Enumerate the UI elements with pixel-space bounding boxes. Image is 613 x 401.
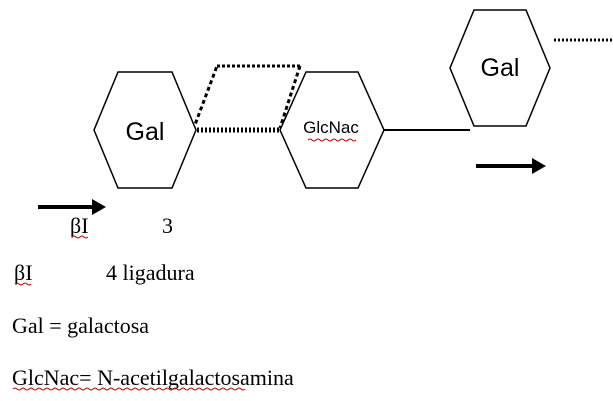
legend-gal: Gal = galactosa xyxy=(12,313,149,338)
hexagon-gal-right: Gal xyxy=(449,9,551,127)
annotation-position-3: 3 xyxy=(162,213,173,238)
hexagon-glcnac-shape xyxy=(279,71,385,189)
legend-glcnac: GlcNac= N-acetilgalactosamina xyxy=(12,365,294,390)
hexagon-glcnac-label: GlcNac xyxy=(303,118,359,137)
annotation-beta-lower: βI xyxy=(70,213,89,238)
hexagon-glcnac: GlcNac xyxy=(279,71,385,189)
annotation-position-4-ligadura: 4 ligadura xyxy=(106,260,195,285)
arrow-right-head xyxy=(532,158,546,174)
spellcheck-underline-beta-upper xyxy=(14,282,32,286)
linkage-dashed xyxy=(191,64,302,131)
hexagon-gal-right-shape xyxy=(449,9,551,127)
arrow-left xyxy=(38,199,106,215)
linkage-dashed-left-edge xyxy=(191,65,219,131)
hexagon-gal-left-shape xyxy=(93,71,197,189)
hexagon-gal-left: Gal xyxy=(93,71,197,189)
hexagon-gal-left-label: Gal xyxy=(126,118,165,146)
spellcheck-underline-legend-glcnac xyxy=(12,387,246,391)
spellcheck-underline-beta-lower xyxy=(71,235,89,239)
arrow-left-head xyxy=(92,199,106,215)
linkage-dashed-right-edge xyxy=(278,65,302,129)
hexagon-gal-right-label: Gal xyxy=(481,54,520,82)
arrow-right xyxy=(476,158,546,174)
spellcheck-underline-glcnac xyxy=(307,138,357,142)
annotation-beta-upper: βI xyxy=(14,260,33,285)
